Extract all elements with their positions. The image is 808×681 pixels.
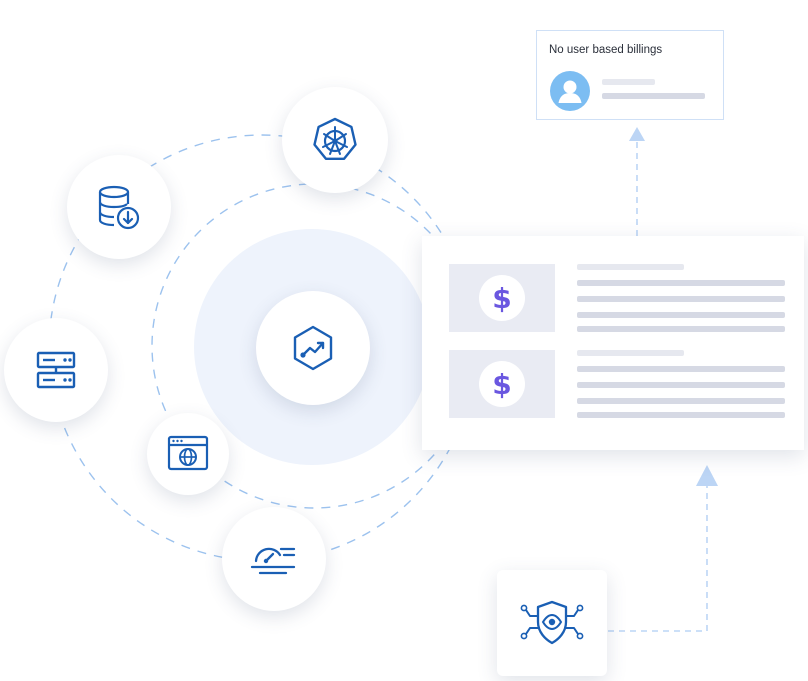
- popup-title: No user based billings: [549, 44, 663, 56]
- popup-placeholder-line: [602, 93, 705, 99]
- browser-globe-icon: [167, 435, 209, 471]
- billing-row-1-line: [577, 312, 785, 318]
- database-download-icon: [98, 185, 140, 230]
- arrow-head-to-popup: [629, 127, 645, 141]
- billing-row-2-line: [577, 366, 785, 372]
- billing-row-1-heading: [577, 264, 684, 270]
- arrow-head-to-card: [696, 465, 718, 486]
- user-avatar-icon: [550, 71, 590, 111]
- billing-card: $ $: [422, 236, 804, 450]
- speedometer-node: [222, 507, 326, 611]
- popup-placeholder-line: [602, 79, 655, 85]
- billing-row-2-heading: [577, 350, 684, 356]
- database-node: [67, 155, 171, 259]
- billing-row-2-image: $: [449, 350, 555, 418]
- dollar-icon: $: [479, 361, 525, 407]
- center-analytics-node: [256, 291, 370, 405]
- speedometer-icon: [250, 547, 296, 575]
- popup-card: No user based billings: [536, 30, 724, 120]
- billing-row-1-line: [577, 326, 785, 332]
- dollar-icon: $: [479, 275, 525, 321]
- arrow-line-from-shield: [608, 484, 708, 632]
- billing-row-1-line: [577, 296, 785, 302]
- billing-row-2-line: [577, 398, 785, 404]
- kubernetes-helm-icon: [313, 117, 357, 160]
- security-card: [497, 570, 607, 676]
- billing-row-2-line: [577, 382, 785, 388]
- server-node: [4, 318, 108, 422]
- billing-row-1-line: [577, 280, 785, 286]
- kubernetes-node: [282, 87, 388, 193]
- shield-eye-icon: [520, 600, 584, 645]
- billing-row-2-line: [577, 412, 785, 418]
- browser-node: [147, 413, 229, 495]
- analytics-hexagon-icon: [293, 325, 333, 371]
- server-stack-icon: [36, 351, 76, 389]
- billing-row-1-image: $: [449, 264, 555, 332]
